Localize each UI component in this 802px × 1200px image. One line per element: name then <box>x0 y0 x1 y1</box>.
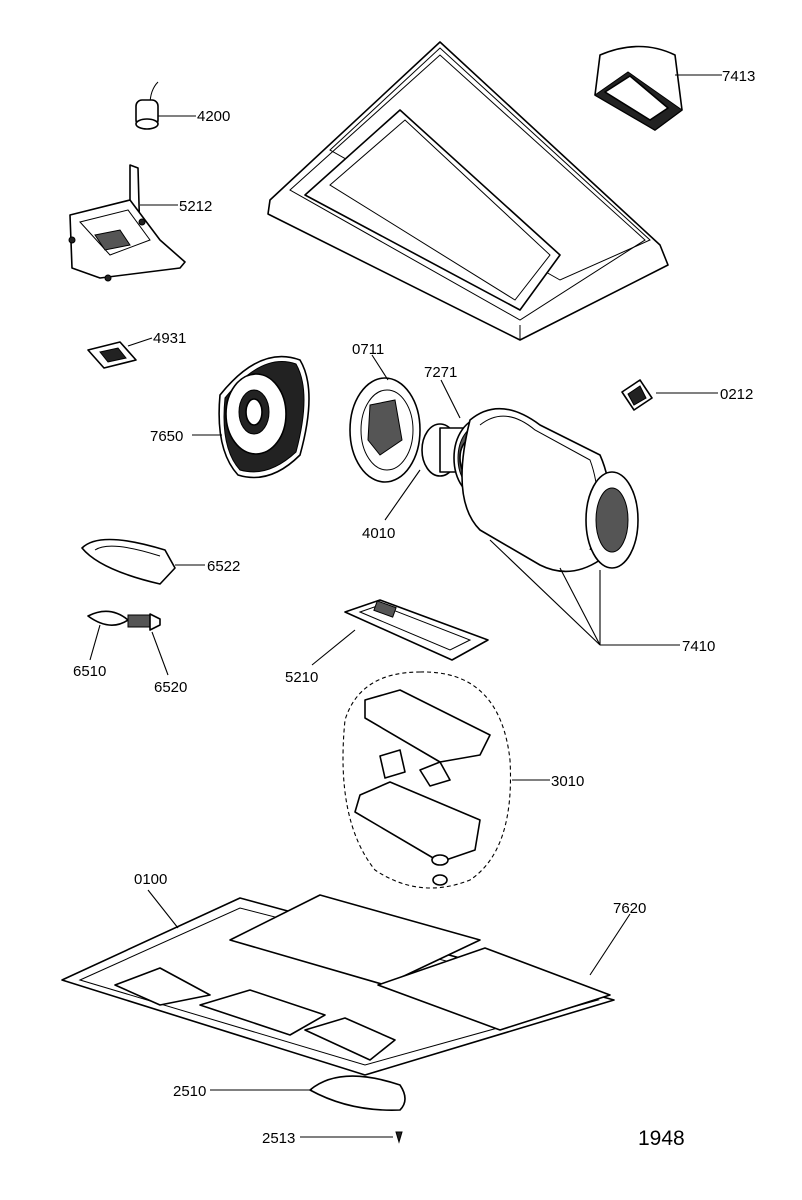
label-small-switch: 4931 <box>153 330 186 347</box>
label-socket: 6520 <box>154 679 187 696</box>
switch-bracket <box>68 164 186 282</box>
label-blower-assembly: 7410 <box>682 638 715 655</box>
label-switch-bracket: 5212 <box>179 198 212 215</box>
bottom-panel <box>61 894 615 1076</box>
label-hood: 7413 <box>722 68 755 85</box>
connector <box>621 379 653 411</box>
label-screw: 2513 <box>262 1130 295 1147</box>
label-lamp: 4200 <box>197 108 230 125</box>
diagram-id: 1948 <box>638 1127 685 1150</box>
label-motor-mount: 0711 <box>352 341 384 358</box>
label-control-assembly: 3010 <box>551 773 584 790</box>
label-bulb: 6510 <box>73 663 106 680</box>
label-lens-cover: 6522 <box>207 558 240 575</box>
light-lens <box>309 1075 406 1111</box>
lens-cover <box>81 538 176 585</box>
duct-adapter <box>594 45 683 131</box>
hood-body <box>267 41 669 341</box>
label-light-lens: 2510 <box>173 1083 206 1100</box>
label-control-board: 5210 <box>285 669 318 686</box>
control-board <box>344 599 489 661</box>
control-assembly <box>342 671 512 889</box>
label-motor: 4010 <box>362 525 395 542</box>
label-blower-wheel: 7271 <box>424 364 457 381</box>
small-switch <box>87 341 137 369</box>
label-connector: 0212 <box>720 386 753 403</box>
bulb-and-socket <box>87 610 161 631</box>
label-bottom-panel: 0100 <box>134 871 167 888</box>
screw <box>395 1131 403 1144</box>
grease-filter-round <box>218 355 310 479</box>
lamp-part <box>135 81 159 130</box>
blower-housing <box>461 407 639 573</box>
label-filter: 7620 <box>613 900 646 917</box>
label-grease-filter: 7650 <box>150 428 183 445</box>
motor-mount-plate <box>349 377 421 483</box>
